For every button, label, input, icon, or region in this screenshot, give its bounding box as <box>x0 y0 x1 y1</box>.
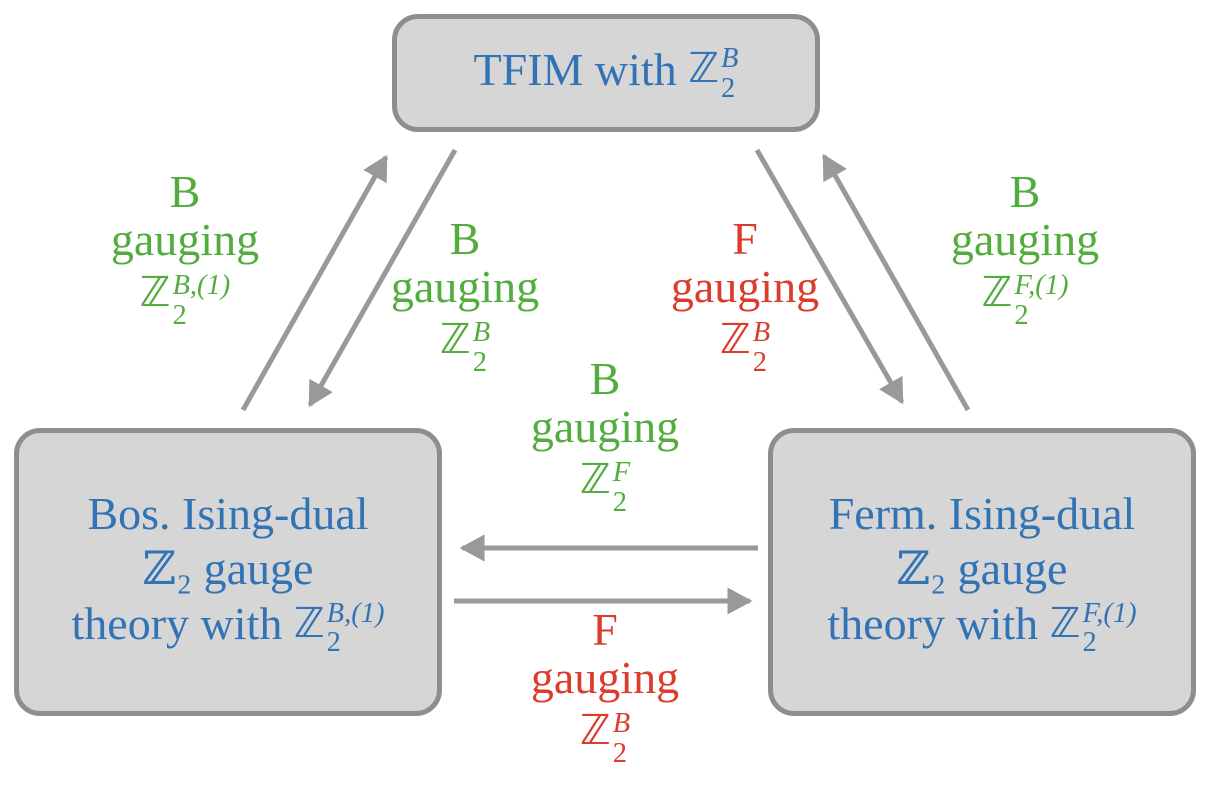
label-word: gauging <box>110 214 260 266</box>
label-word: gauging <box>530 652 680 704</box>
arrow-top-to-right <box>754 148 905 405</box>
node-line: theory with <box>827 598 1039 649</box>
label-kind: B <box>449 213 481 264</box>
label-kind: B <box>589 353 621 404</box>
label-kind: F <box>592 604 618 655</box>
node-line: ℤ₂ gauge <box>896 542 1068 594</box>
node-line: Ferm. Ising-dual <box>828 487 1136 539</box>
label-kind: F <box>732 213 758 264</box>
label-kind: B <box>1009 166 1041 217</box>
label-word: gauging <box>670 261 820 313</box>
node-tfim-text: TFIM with <box>473 43 677 95</box>
label-word: gauging <box>390 261 540 313</box>
node-line: Bos. Ising-dual <box>87 487 369 539</box>
arrow-right-to-top <box>821 153 971 412</box>
label-word: gauging <box>530 401 680 453</box>
label-kind: B <box>169 166 201 217</box>
node-line: ℤ₂ gauge <box>142 542 314 594</box>
label-word: gauging <box>950 214 1100 266</box>
node-line: theory with <box>71 598 283 649</box>
arrow-top-to-left <box>307 148 458 408</box>
arrow-left-to-top <box>240 154 389 412</box>
